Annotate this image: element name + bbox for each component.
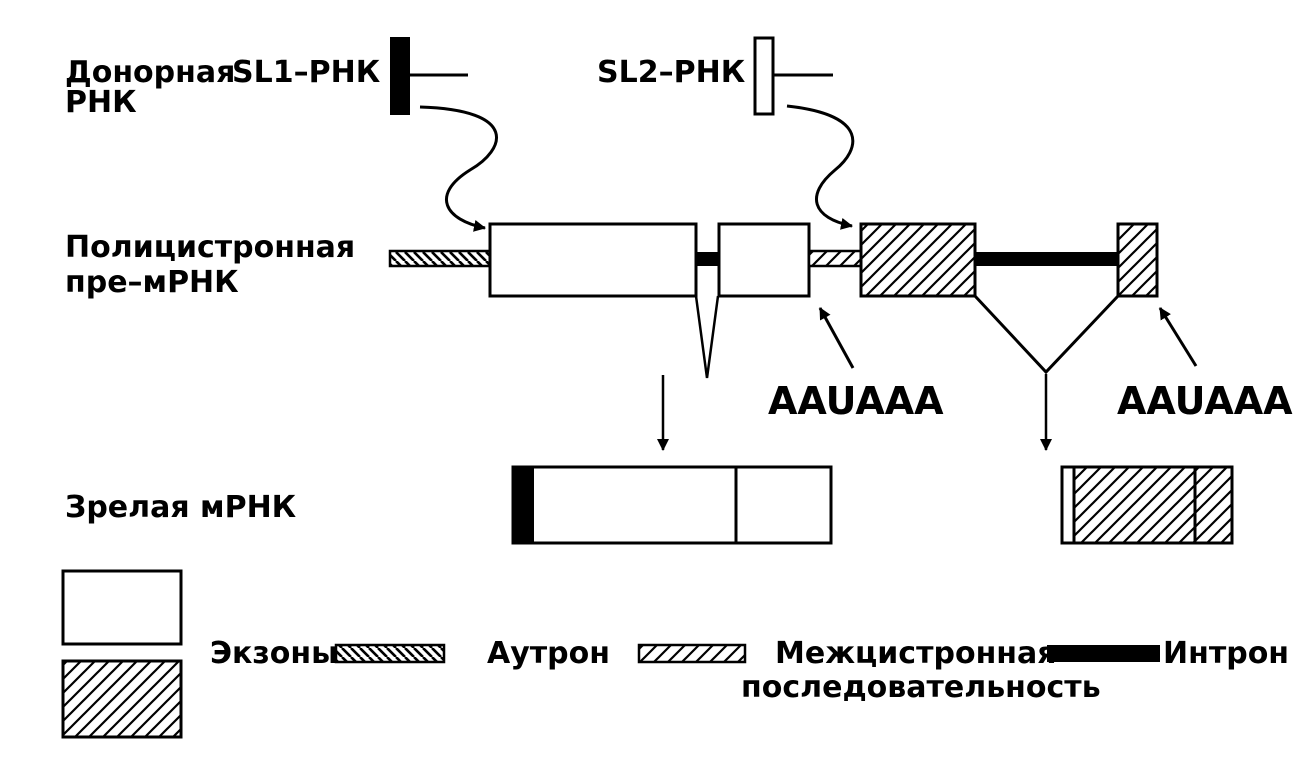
polycistronic-pre-mrna — [388, 222, 1159, 298]
mature-mrna-1-sl1-leader — [513, 467, 534, 543]
intron-1-splice-wedge — [694, 295, 720, 379]
sl1-rna — [390, 37, 468, 115]
mature-mrna-label: Зрелая мРНК — [65, 490, 297, 525]
donor-rna-label-line2: РНК — [65, 85, 137, 120]
polycistronic-label-line2: пре–мРНК — [65, 265, 239, 300]
legend-intron-label: Интрон — [1163, 636, 1289, 671]
mature-mrna-2-body — [1060, 465, 1234, 545]
exon-2 — [717, 222, 811, 298]
sl2-exon-block — [753, 36, 775, 116]
polycistronic-label-line1: Полицистронная — [65, 230, 355, 265]
intron-1 — [696, 252, 719, 266]
donor-rna-label-line1: Донорная — [65, 55, 235, 90]
polya-signal-label-1: AAUAAA — [768, 379, 944, 423]
legend-intron-swatch — [1047, 645, 1160, 662]
exon-1 — [488, 222, 698, 298]
intercistronic-segment — [807, 249, 863, 268]
exon-3 — [859, 222, 977, 298]
polya-signal-label-2: AAUAAA — [1117, 379, 1293, 423]
legend-exon-hatched-swatch — [61, 659, 183, 739]
legend-outron-swatch — [334, 643, 446, 664]
legend-exon-swatch — [61, 569, 183, 646]
mature-mrna-2 — [1060, 465, 1234, 545]
sl2-rna-label: SL2–РНК — [597, 55, 746, 90]
sl2-trans-splice-arrow — [786, 104, 855, 230]
intron-2-splice-v — [973, 294, 1120, 375]
sl1-exon-block — [390, 37, 410, 115]
mature-mrna-2-sl2-leader — [1060, 465, 1076, 545]
legend-outron-label: Аутрон — [487, 636, 610, 671]
polya-arrow-1 — [818, 307, 855, 369]
exon-4 — [1116, 222, 1159, 298]
sl2-rna — [753, 36, 833, 116]
mature-mrna-1 — [511, 465, 833, 545]
sl1-trans-splice-arrow — [419, 105, 498, 232]
mature-mrna-1-outline — [511, 465, 833, 545]
polya-arrow-2 — [1158, 307, 1198, 367]
outron-segment — [388, 249, 492, 268]
legend: Экзоны Аутрон Межцистронная последовател… — [61, 569, 1289, 739]
legend-exons-label: Экзоны — [210, 636, 338, 671]
legend-intercistronic-label-line1: Межцистронная — [775, 636, 1057, 671]
legend-intercistronic-swatch — [637, 643, 747, 664]
intron-2 — [975, 252, 1118, 266]
sl1-rna-label: SL1–РНК — [232, 55, 381, 90]
legend-intercistronic-label-line2: последовательность — [741, 670, 1101, 705]
